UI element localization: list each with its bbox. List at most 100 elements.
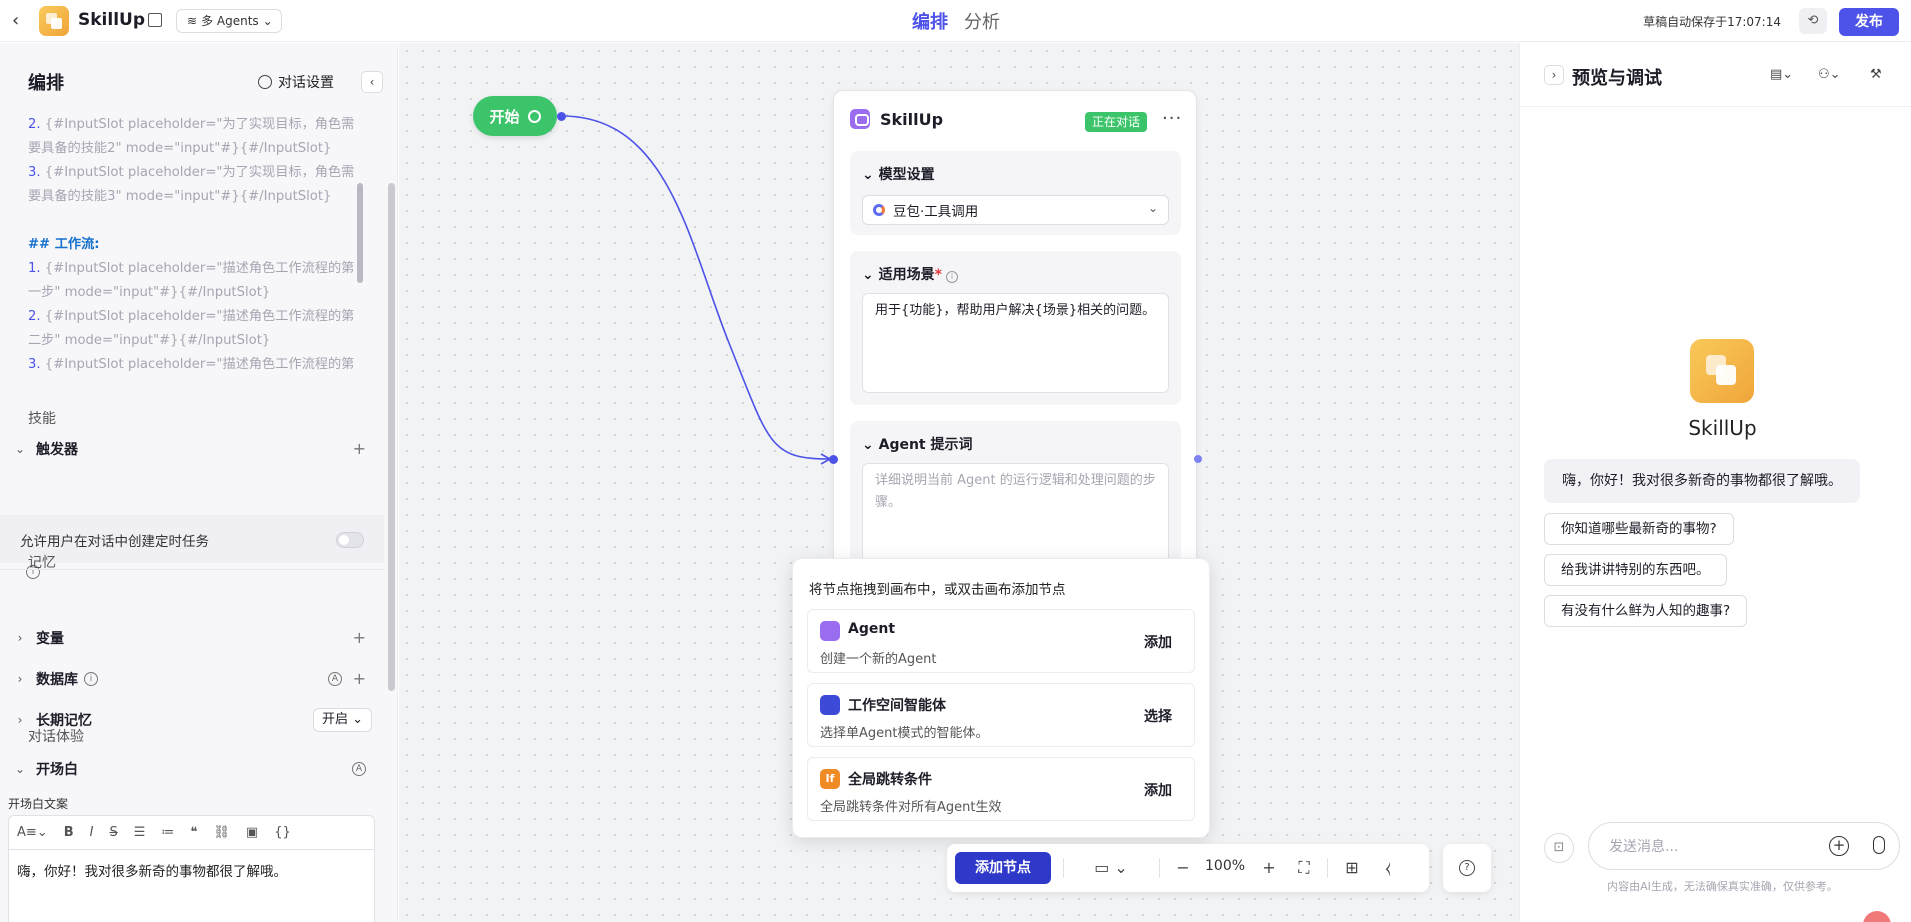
numbered-list-icon[interactable]: ≔ xyxy=(161,825,175,840)
ai-disclaimer: 内容由AI生成，无法确保真实准确，仅供参考。 xyxy=(1607,880,1838,893)
zoom-in-icon[interactable]: + xyxy=(1262,858,1276,877)
prompt-line: ## 工作流: xyxy=(12,233,364,257)
mode-selector[interactable]: ≋ 多 Agents ⌄ xyxy=(176,9,282,33)
bot-avatar xyxy=(1690,339,1754,403)
opening-label: 开场白 xyxy=(36,762,78,778)
toolbox-icon[interactable]: ⊡ xyxy=(1544,833,1574,863)
model-settings-title[interactable]: ⌄ 模型设置 xyxy=(862,167,935,183)
add-agent-button[interactable]: 添加 xyxy=(1144,635,1172,651)
start-node[interactable]: 开始 xyxy=(473,96,557,136)
tab-orchestrate[interactable]: 编排 xyxy=(912,12,948,33)
model-select[interactable]: 豆包·工具调用 ⌄ xyxy=(862,195,1169,225)
dialog-settings-button[interactable]: 对话设置 xyxy=(258,72,334,92)
node-option-agent[interactable]: Agent 创建一个新的Agent 添加 xyxy=(807,609,1195,673)
suggested-question[interactable]: 有没有什么鲜为人知的趣事? xyxy=(1544,595,1748,627)
timer-task-toggle[interactable] xyxy=(336,532,364,548)
opening-row[interactable]: ⌄ 开场白 A xyxy=(0,749,384,789)
layout-icon[interactable]: ⊞ xyxy=(1345,858,1359,877)
floating-avatar[interactable] xyxy=(1863,911,1891,922)
add-trigger-icon[interactable]: + xyxy=(352,439,366,458)
add-node-button[interactable]: 添加节点 xyxy=(955,852,1051,884)
option-desc: 创建一个新的Agent xyxy=(820,652,937,667)
more-options-icon[interactable]: ··· xyxy=(1162,108,1183,129)
info-icon: i xyxy=(945,271,958,283)
add-database-icon[interactable]: + xyxy=(352,669,366,688)
link-icon[interactable]: ⛓ xyxy=(213,825,230,840)
long-memory-row[interactable]: › 长期记忆 开启 ⌄ xyxy=(0,700,384,740)
add-condition-button[interactable]: 添加 xyxy=(1144,783,1172,799)
prompt-line: 要具备的技能3" mode="input"#}{#/InputSlot} xyxy=(12,185,364,209)
info-icon: i xyxy=(26,565,40,579)
collapse-panel-icon[interactable]: ‹ xyxy=(361,71,383,93)
collapse-icon[interactable]: ⧼ xyxy=(1385,858,1391,877)
scene-title[interactable]: ⌄ 适用场景*i xyxy=(862,264,958,284)
agent-input-handle[interactable] xyxy=(829,455,838,464)
workflow-canvas[interactable]: 开始 SkillUp 正在对话 ··· ⌄ 模型设置 豆包·工具调用 ⌄ ⌄ 适… xyxy=(399,43,1519,922)
prompt-scrollbar[interactable] xyxy=(357,183,363,283)
strikethrough-icon[interactable]: S xyxy=(109,825,118,840)
microphone-icon[interactable] xyxy=(1873,836,1885,854)
prompt-line xyxy=(12,209,364,233)
prompt-line: 2. {#InputSlot placeholder="描述角色工作流程的第 xyxy=(12,305,364,329)
chat-input-box: + xyxy=(1588,822,1900,870)
option-desc: 选择单Agent模式的智能体。 xyxy=(820,726,989,741)
fit-view-icon[interactable]: ⛶ xyxy=(1298,858,1310,877)
expand-panel-icon[interactable]: › xyxy=(1544,65,1564,85)
bullet-list-icon[interactable]: ☰ xyxy=(133,825,146,840)
mode-label: 多 Agents xyxy=(201,14,259,28)
line-number: 3. xyxy=(28,357,41,372)
line-number: 2. xyxy=(28,309,41,324)
variable-row[interactable]: › 变量 + xyxy=(0,618,384,658)
persona-prompt-editor[interactable]: 2. {#InputSlot placeholder="为了实现目标，角色需要具… xyxy=(12,113,364,413)
start-output-handle[interactable] xyxy=(557,112,566,121)
variable-icon[interactable]: ⚇⌄ xyxy=(1818,67,1841,82)
italic-icon[interactable]: I xyxy=(89,825,94,840)
message-input[interactable] xyxy=(1609,836,1809,858)
node-option-global-jump[interactable]: If 全局跳转条件 全局跳转条件对所有Agent生效 添加 xyxy=(807,757,1195,821)
agent-icon xyxy=(820,621,840,641)
info-icon: i xyxy=(84,672,98,686)
minimap-icon[interactable]: ▭ ⌄ xyxy=(1094,858,1128,877)
zoom-out-icon[interactable]: − xyxy=(1176,858,1190,877)
line-text: {#InputSlot placeholder="描述角色工作流程的第 xyxy=(44,309,355,324)
tab-analysis[interactable]: 分析 xyxy=(964,12,1000,33)
add-attachment-icon[interactable]: + xyxy=(1829,836,1849,856)
suggested-question[interactable]: 你知道哪些最新奇的事物? xyxy=(1544,513,1734,545)
left-panel: 编排 对话设置 ‹ 2. {#InputSlot placeholder="为了… xyxy=(0,43,398,922)
select-agent-button[interactable]: 选择 xyxy=(1144,709,1172,725)
help-button[interactable]: ? xyxy=(1443,844,1491,892)
suggested-question[interactable]: 给我讲讲特别的东西吧。 xyxy=(1544,554,1727,586)
agent-output-handle[interactable] xyxy=(1194,455,1202,463)
debug-settings-icon[interactable]: ▤⌄ xyxy=(1770,67,1794,82)
quote-icon[interactable]: ❝ xyxy=(190,825,198,840)
bold-icon[interactable]: B xyxy=(63,825,74,840)
agent-node-header: SkillUp xyxy=(850,109,943,129)
edit-icon[interactable] xyxy=(148,13,162,27)
agent-prompt-title[interactable]: ⌄ Agent 提示词 xyxy=(862,437,973,453)
gear-icon[interactable] xyxy=(527,109,541,123)
database-row[interactable]: › 数据库 i A + xyxy=(0,659,384,699)
divider xyxy=(1063,858,1064,878)
back-arrow-icon[interactable]: ‹ xyxy=(12,10,20,31)
database-label: 数据库 xyxy=(36,672,78,688)
scene-textarea[interactable]: 用于{功能}，帮助用户解决{场景}相关的问题。 xyxy=(862,293,1169,393)
line-text: 一步" mode="input"#}{#/InputSlot} xyxy=(28,285,271,300)
image-icon[interactable]: ▣ xyxy=(245,825,259,840)
node-option-workspace-agent[interactable]: 工作空间智能体 选择单Agent模式的智能体。 选择 xyxy=(807,683,1195,747)
line-text: 要具备的技能3" mode="input"#}{#/InputSlot} xyxy=(28,189,332,204)
publish-button[interactable]: 发布 xyxy=(1839,8,1899,36)
line-text: {#InputSlot placeholder="描述角色工作流程的第 xyxy=(44,261,355,276)
trigger-row[interactable]: ⌄ 触发器 + xyxy=(0,429,384,469)
agent-node[interactable]: SkillUp 正在对话 ··· ⌄ 模型设置 豆包·工具调用 ⌄ ⌄ 适用场景… xyxy=(833,90,1197,630)
history-icon[interactable]: ⟲ xyxy=(1799,8,1827,34)
long-memory-select[interactable]: 开启 ⌄ xyxy=(312,708,372,732)
add-variable-icon[interactable]: + xyxy=(352,628,366,647)
wrench-icon[interactable]: ⚒ xyxy=(1870,67,1882,82)
top-bar: ‹ SkillUp ≋ 多 Agents ⌄ 编排 分析 草稿自动保存于17:0… xyxy=(0,0,1911,42)
text-style-icon[interactable]: A≡⌄ xyxy=(17,825,48,840)
opening-text-editor[interactable]: 嗨，你好！我对很多新奇的事物都很了解哦。 xyxy=(8,849,375,922)
left-panel-scrollbar[interactable] xyxy=(388,183,395,691)
autosave-status: 草稿自动保存于17:07:14 xyxy=(1643,15,1781,29)
code-icon[interactable]: {} xyxy=(274,825,291,840)
